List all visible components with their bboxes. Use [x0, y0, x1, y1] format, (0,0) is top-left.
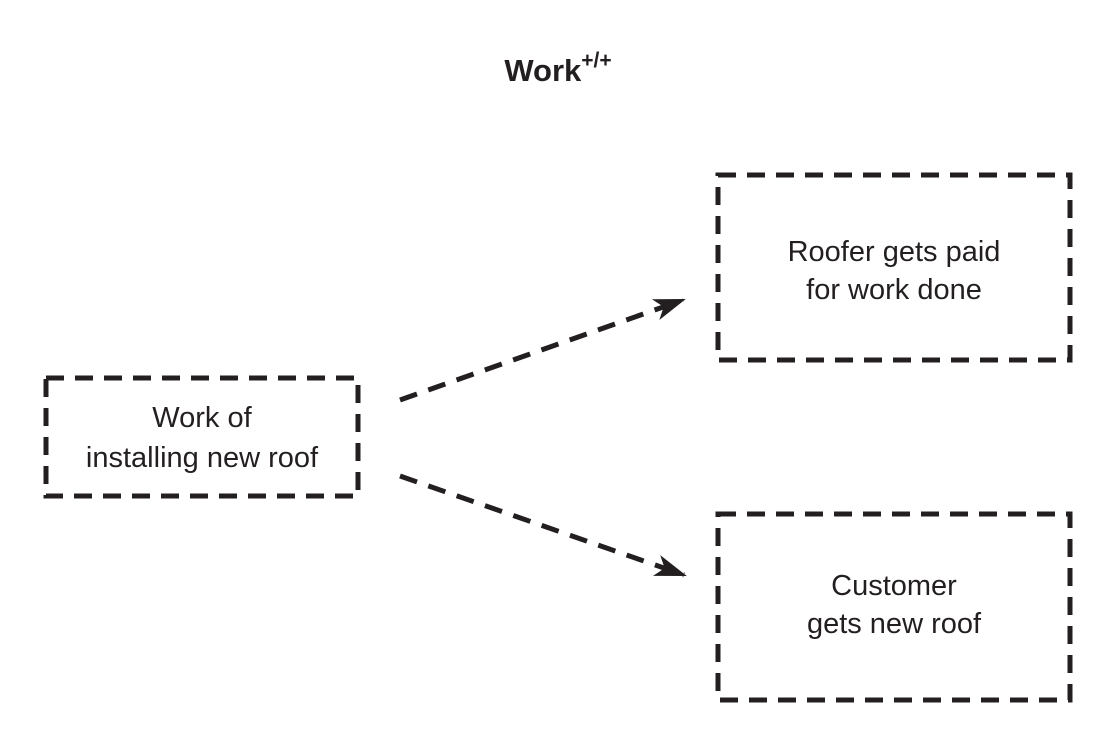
node-roofer-gets-paid: Roofer gets paid for work done — [715, 172, 1073, 363]
node-box-source — [43, 375, 361, 499]
node-box-customer — [715, 511, 1073, 703]
edge-source-to-customer — [399, 473, 687, 578]
node-source-line-2: installing new roof — [86, 442, 319, 474]
diagram-title: Work+/+ — [504, 49, 611, 88]
node-box-roofer — [715, 172, 1073, 363]
node-roofer-line-1: Roofer gets paid — [788, 236, 1001, 268]
node-customer-line-2: gets new roof — [807, 608, 982, 640]
node-work-of-installing-new-roof: Work of installing new roof — [43, 375, 361, 499]
diagram-title-word: Work — [504, 53, 582, 88]
node-roofer-line-2: for work done — [806, 274, 982, 306]
edge-source-to-roofer — [399, 297, 686, 403]
node-source-line-1: Work of — [152, 402, 252, 434]
diagram-title-superscript: +/+ — [581, 49, 611, 72]
node-customer-line-1: Customer — [831, 570, 957, 602]
node-customer-gets-new-roof: Customer gets new roof — [715, 511, 1073, 703]
